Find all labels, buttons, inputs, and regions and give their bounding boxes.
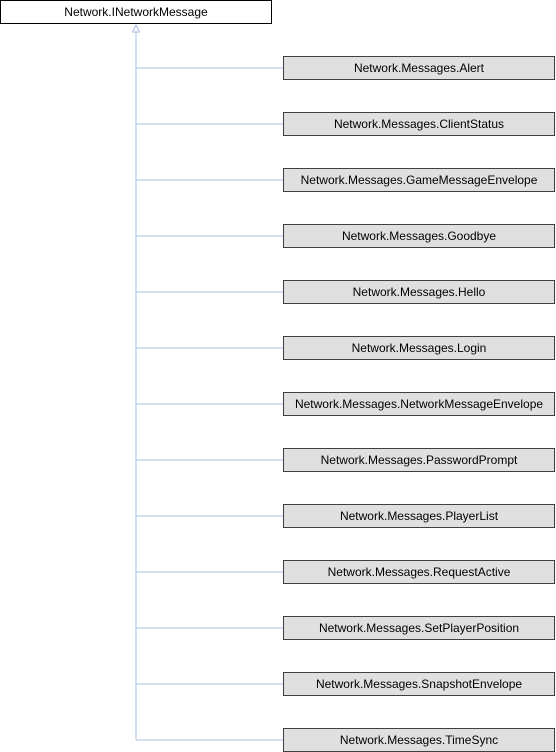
derived-class-box[interactable]: Network.Messages.NetworkMessageEnvelope [283, 392, 555, 416]
derived-class-box[interactable]: Network.Messages.GameMessageEnvelope [283, 168, 555, 192]
inheritance-arrowhead [131, 23, 141, 33]
derived-class-box[interactable]: Network.Messages.Login [283, 336, 555, 360]
derived-class-box[interactable]: Network.Messages.PlayerList [283, 504, 555, 528]
branch-lines [136, 67, 283, 741]
derived-class-box[interactable]: Network.Messages.PasswordPrompt [283, 448, 555, 472]
derived-class-box[interactable]: Network.Messages.Goodbye [283, 224, 555, 248]
derived-class-box[interactable]: Network.Messages.TimeSync [283, 728, 555, 752]
derived-class-box[interactable]: Network.Messages.SetPlayerPosition [283, 616, 555, 640]
derived-class-box[interactable]: Network.Messages.Alert [283, 56, 555, 80]
base-class-box[interactable]: Network.INetworkMessage [0, 0, 272, 24]
derived-class-box[interactable]: Network.Messages.Hello [283, 280, 555, 304]
derived-class-box[interactable]: Network.Messages.SnapshotEnvelope [283, 672, 555, 696]
derived-class-box[interactable]: Network.Messages.ClientStatus [283, 112, 555, 136]
derived-class-box[interactable]: Network.Messages.RequestActive [283, 560, 555, 584]
